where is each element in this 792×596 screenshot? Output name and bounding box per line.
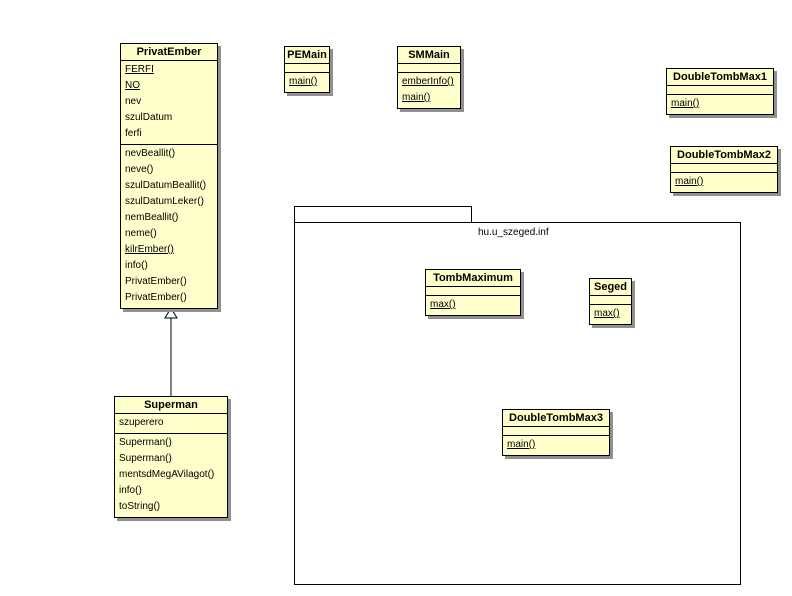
- operations-section: main(): [671, 173, 777, 192]
- class-name: PEMain: [285, 47, 329, 64]
- attributes-section: [285, 64, 329, 73]
- class-doubletombmax3[interactable]: DoubleTombMax3 main(): [502, 409, 610, 456]
- class-pemain[interactable]: PEMain main(): [284, 46, 330, 93]
- attribute-row[interactable]: nev: [125, 96, 142, 107]
- operation-row[interactable]: kilrEmber(): [125, 244, 174, 255]
- class-name: Superman: [115, 397, 227, 414]
- operation-row[interactable]: main(): [671, 98, 700, 109]
- operation-row[interactable]: neme(): [125, 228, 157, 239]
- operations-section: main(): [285, 73, 329, 92]
- operation-row[interactable]: info(): [125, 260, 148, 271]
- class-privatember[interactable]: PrivatEmber FERFI NO nev szulDatum ferfi nev…: [120, 43, 218, 309]
- class-name: TombMaximum: [426, 270, 520, 287]
- attribute-row[interactable]: szulDatum: [125, 112, 173, 123]
- attributes-section: FERFI NO nev szulDatum ferfi: [121, 61, 217, 145]
- operation-row[interactable]: PrivatEmber(): [125, 292, 187, 303]
- class-tombmaximum[interactable]: TombMaximum max(): [425, 269, 521, 316]
- attributes-section: [590, 296, 631, 305]
- operations-section: emberInfo() main(): [398, 73, 460, 108]
- class-name: DoubleTombMax1: [667, 69, 773, 86]
- operation-row[interactable]: Superman(): [119, 453, 172, 464]
- class-smmain[interactable]: SMMain emberInfo() main(): [397, 46, 461, 109]
- class-doubletombmax2[interactable]: DoubleTombMax2 main(): [670, 146, 778, 193]
- operation-row[interactable]: Superman(): [119, 437, 172, 448]
- operation-row[interactable]: main(): [289, 76, 318, 87]
- attributes-section: [667, 86, 773, 95]
- operation-row[interactable]: szulDatumLeker(): [125, 196, 204, 207]
- attributes-section: [671, 164, 777, 173]
- operation-row[interactable]: info(): [119, 485, 142, 496]
- operation-row[interactable]: emberInfo(): [402, 76, 454, 87]
- attributes-section: szuperero: [115, 414, 227, 434]
- operation-row[interactable]: neve(): [125, 164, 154, 175]
- operation-row[interactable]: max(): [594, 308, 620, 319]
- attributes-section: [426, 287, 520, 296]
- class-doubletombmax1[interactable]: DoubleTombMax1 main(): [666, 68, 774, 115]
- attribute-row[interactable]: ferfi: [125, 128, 142, 139]
- operations-section: max(): [590, 305, 631, 324]
- attribute-row[interactable]: NO: [125, 80, 140, 91]
- operation-row[interactable]: szulDatumBeallit(): [125, 180, 207, 191]
- class-name: DoubleTombMax2: [671, 147, 777, 164]
- attribute-row[interactable]: szuperero: [119, 417, 164, 428]
- operations-section: max(): [426, 296, 520, 315]
- operation-row[interactable]: main(): [507, 439, 536, 450]
- operations-section: Superman() Superman() mentsdMegAVilagot() i…: [115, 434, 227, 517]
- operation-row[interactable]: max(): [430, 299, 456, 310]
- operation-row[interactable]: mentsdMegAVilagot(): [119, 469, 215, 480]
- operation-row[interactable]: nevBeallit(): [125, 148, 176, 159]
- class-name: Seged: [590, 279, 631, 296]
- attributes-section: [398, 64, 460, 73]
- operations-section: nevBeallit() neve() szulDatumBeallit() szul…: [121, 145, 217, 308]
- class-name: SMMain: [398, 47, 460, 64]
- class-superman[interactable]: Superman szuperero Superman() Superman() m…: [114, 396, 228, 518]
- class-name: PrivatEmber: [121, 44, 217, 61]
- package-name: hu.u_szeged.inf: [478, 227, 549, 238]
- operation-row[interactable]: toString(): [119, 501, 161, 512]
- operation-row[interactable]: main(): [675, 176, 704, 187]
- operations-section: main(): [503, 436, 609, 455]
- attributes-section: [503, 427, 609, 436]
- operation-row[interactable]: nemBeallit(): [125, 212, 179, 223]
- attribute-row[interactable]: FERFI: [125, 64, 154, 75]
- class-seged[interactable]: Seged max(): [589, 278, 632, 325]
- generalization-arrowhead: [164, 307, 178, 319]
- operations-section: main(): [667, 95, 773, 114]
- operation-row[interactable]: main(): [402, 92, 431, 103]
- class-name: DoubleTombMax3: [503, 410, 609, 427]
- operation-row[interactable]: PrivatEmber(): [125, 276, 187, 287]
